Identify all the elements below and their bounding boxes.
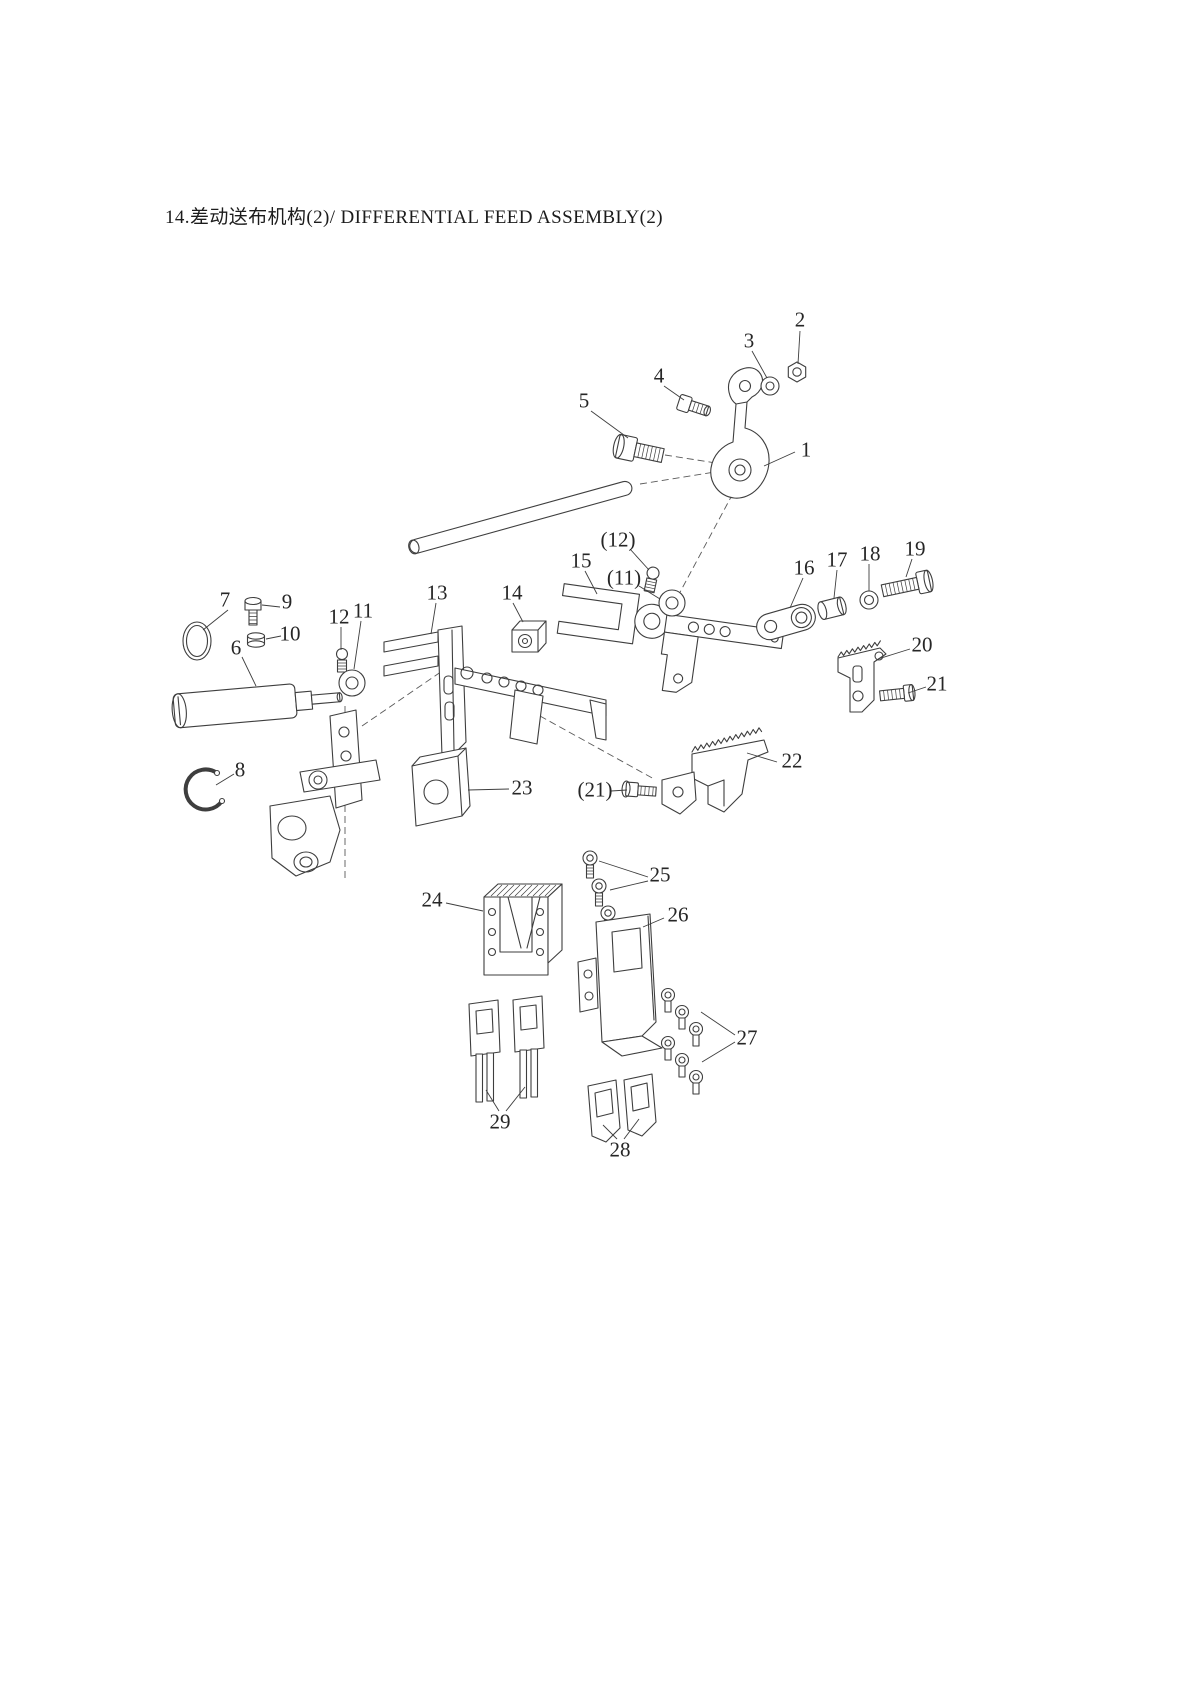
part-9-screw xyxy=(244,596,262,626)
part-label-25: 25 xyxy=(649,862,671,887)
part-4-pin xyxy=(676,394,712,417)
part-label-10: 10 xyxy=(279,621,301,646)
part-8-snap-ring xyxy=(183,767,226,812)
part-10-washers xyxy=(246,632,266,648)
part-label-5: 5 xyxy=(578,388,590,413)
part-11-bearing-left xyxy=(338,669,366,697)
part-label-22: 22 xyxy=(781,748,803,773)
part-label-17: 17 xyxy=(826,547,848,572)
bracket-cluster xyxy=(269,706,381,878)
part-label-29: 29 xyxy=(489,1109,511,1134)
part-7-ring xyxy=(182,621,212,661)
part-12-screw-right xyxy=(643,566,660,594)
part-20-holder xyxy=(837,640,887,713)
page-title: 14.差动送布机构(2)/ DIFFERENTIAL FEED ASSEMBLY… xyxy=(165,207,664,228)
part-15-fork-lever xyxy=(556,583,785,693)
part-label-11: (11) xyxy=(606,565,642,590)
part-14-block xyxy=(511,620,547,653)
part-29-forks xyxy=(468,995,545,1103)
part-label-12: 12 xyxy=(328,604,350,629)
part-label-19: 19 xyxy=(904,536,926,561)
part-label-18: 18 xyxy=(859,541,881,566)
part-23-block xyxy=(411,747,471,827)
part-24-bracket xyxy=(483,883,563,976)
part-label-3: 3 xyxy=(743,328,755,353)
shaft-rod xyxy=(408,480,633,555)
part-label-7: 7 xyxy=(219,587,231,612)
part-5-screw xyxy=(612,433,665,463)
part-label-24: 24 xyxy=(421,887,443,912)
part-label-4: 4 xyxy=(653,363,665,388)
part-19-screw xyxy=(880,569,934,598)
part-label-21: (21) xyxy=(577,777,613,802)
part-label-8: 8 xyxy=(234,757,246,782)
part-28-plates xyxy=(587,1073,657,1143)
part-13-fork xyxy=(383,625,467,757)
part-11-bearing-right xyxy=(658,589,686,617)
part-label-2: 2 xyxy=(794,307,806,332)
leader-lines xyxy=(202,330,927,1140)
part-label-16: 16 xyxy=(793,555,815,580)
part-17-spacer xyxy=(817,596,847,620)
part-label-20: 20 xyxy=(911,632,933,657)
part-2-nut xyxy=(787,361,807,383)
part-label-13: 13 xyxy=(426,580,448,605)
part-27-screws xyxy=(660,987,704,1095)
part-label-26: 26 xyxy=(667,902,689,927)
part-12-screw-left xyxy=(335,647,349,673)
part-22-feed-dog xyxy=(661,727,769,815)
part-label-6: 6 xyxy=(230,635,242,660)
center-arm xyxy=(454,666,607,745)
part-label-9: 9 xyxy=(281,589,293,614)
part-6-cylinder xyxy=(171,683,343,729)
part-21-screw xyxy=(879,684,916,702)
part-label-21: 21 xyxy=(926,671,948,696)
part-25-screws xyxy=(582,850,616,934)
part-label-28: 28 xyxy=(609,1137,631,1162)
part-label-23: 23 xyxy=(511,775,533,800)
part-label-27: 27 xyxy=(736,1025,758,1050)
part-label-15: 15 xyxy=(570,548,592,573)
part-label-11: 11 xyxy=(352,598,374,623)
part-3-washer xyxy=(760,376,780,396)
part-21-screw-bottom xyxy=(621,780,657,798)
part-26-plate xyxy=(577,913,663,1057)
part-16-link xyxy=(756,603,816,641)
part-1-lever xyxy=(710,367,770,499)
part-label-12: (12) xyxy=(600,527,636,552)
part-label-14: 14 xyxy=(501,580,523,605)
part-18-washer xyxy=(859,590,879,610)
part-label-1: 1 xyxy=(800,437,812,462)
